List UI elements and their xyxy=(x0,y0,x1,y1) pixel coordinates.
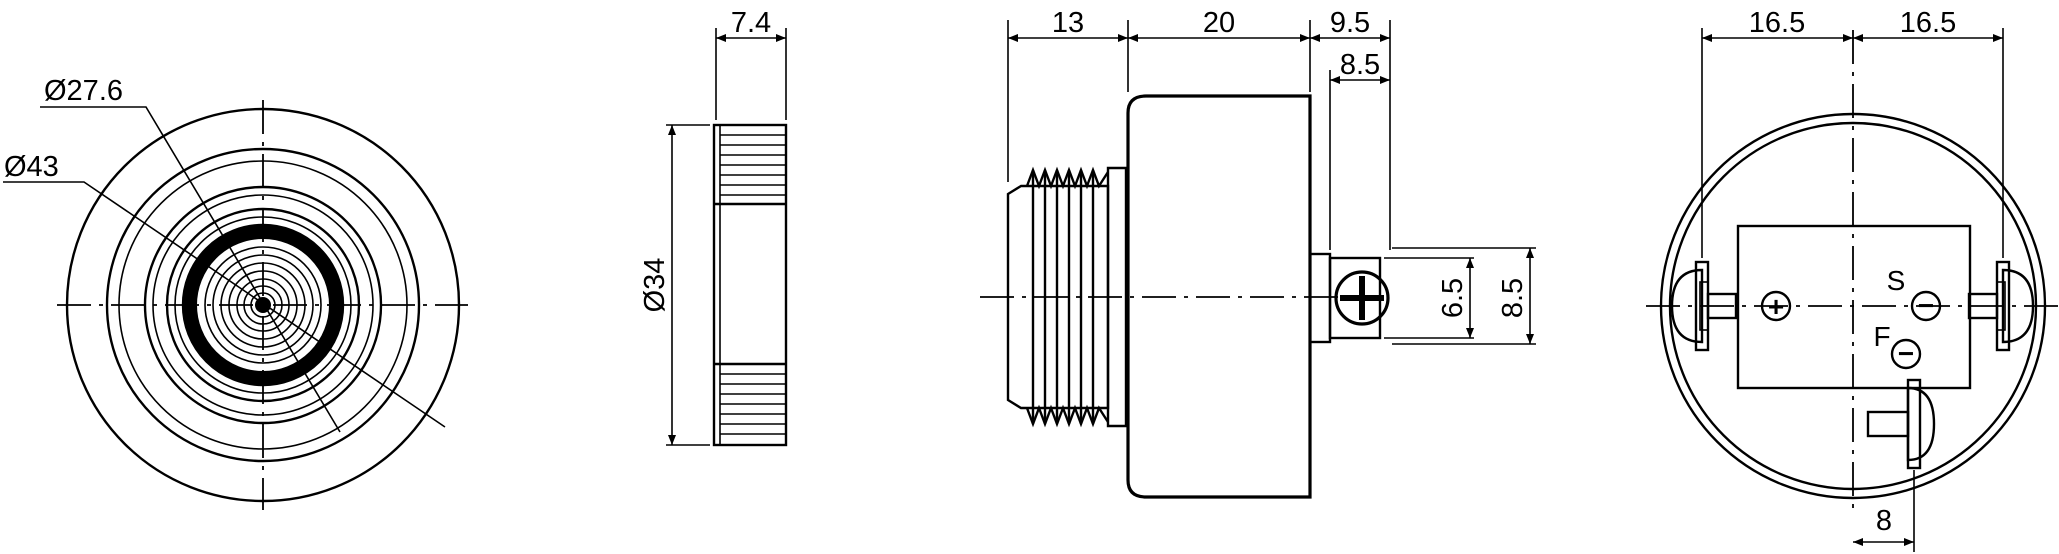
tab-right xyxy=(1967,260,2035,352)
dimension-body-length: 20 xyxy=(1203,7,1235,39)
dimension-terminal-h1: 6.5 xyxy=(1437,278,1469,318)
terminal-base xyxy=(1308,252,1332,344)
dimension-dia-outer: Ø43 xyxy=(4,151,59,183)
minus-symbol-s: − xyxy=(1918,290,1934,321)
leader-dia-outer xyxy=(3,181,446,428)
minus-terminal-icon-f xyxy=(1890,338,1922,370)
side-view: 13 20 9.5 8.5 6.5 8.5 xyxy=(980,7,1536,499)
main-body xyxy=(1126,94,1312,499)
terminal-screw xyxy=(1334,270,1390,326)
dimension-width: 7.4 xyxy=(731,7,771,39)
plus-symbol: + xyxy=(1768,291,1784,322)
flange xyxy=(1106,166,1128,428)
label-s: S xyxy=(1887,265,1906,296)
dimension-pin-spacing: 8 xyxy=(1876,505,1892,537)
dimension-terminal-offset: 8.5 xyxy=(1340,49,1380,81)
inner-rim xyxy=(105,147,421,463)
front-view: Ø27.6 Ø43 xyxy=(3,75,468,510)
tab-bottom xyxy=(1866,378,1936,470)
dimension-dia-inner: Ø27.6 xyxy=(44,75,123,107)
dimension-terminal-length: 9.5 xyxy=(1330,7,1370,39)
leader-dia-inner xyxy=(40,106,341,433)
dimension-terminal-h2: 8.5 xyxy=(1497,278,1529,318)
knurl-bottom xyxy=(720,373,786,435)
nut-outline xyxy=(712,123,788,447)
knurl-top xyxy=(720,134,786,196)
dimension-dia: Ø34 xyxy=(639,258,671,313)
minus-terminal-icon-s xyxy=(1910,290,1942,322)
edge-view: 7.4 Ø34 xyxy=(639,7,788,447)
dimension-half-right: 16.5 xyxy=(1900,7,1956,39)
rear-view: + − − S F 16.5 16.5 8 xyxy=(1646,7,2058,552)
minus-symbol-f: − xyxy=(1898,338,1914,369)
tab-left xyxy=(1670,260,1738,352)
plus-terminal-icon xyxy=(1760,290,1792,322)
dimension-half-left: 16.5 xyxy=(1749,7,1805,39)
label-f: F xyxy=(1873,321,1890,352)
dimension-thread-length: 13 xyxy=(1052,7,1084,39)
